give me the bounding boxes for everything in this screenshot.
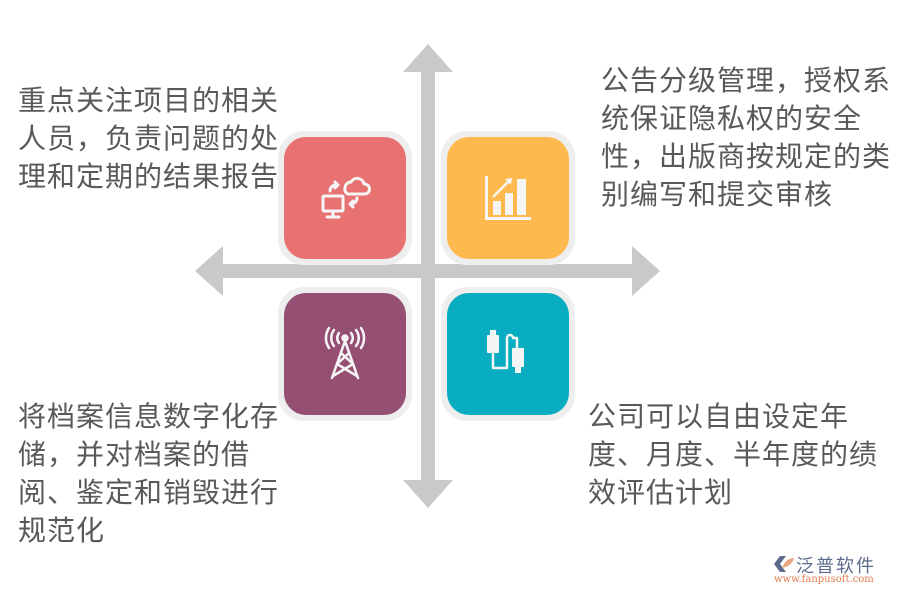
arrow-right-icon [632, 246, 660, 296]
signal-tower-icon [324, 326, 366, 380]
caption-top-left: 重点关注项目的相关人员，负责问题的处理和定期的结果报告 [18, 84, 280, 193]
tile-body [284, 137, 406, 259]
tile-body [447, 137, 569, 259]
arrow-left-icon [195, 246, 223, 296]
caption-top-right: 公告分级管理，授权系统保证隐私权的安全性，出版商按规定的类别编写和提交审核 [601, 64, 892, 211]
brand-url: www.fanpusoft.com [774, 574, 874, 585]
bar-chart-growth-icon [485, 176, 531, 220]
brand-name: 泛普软件 [796, 556, 876, 577]
arrow-down-icon [403, 480, 453, 508]
quadrant-tile-bottom-left [278, 287, 412, 421]
brand-logo: 泛普软件 www.fanpusoft.com [768, 552, 898, 592]
horizontal-axis [222, 264, 634, 278]
quadrant-tile-bottom-right [441, 287, 575, 421]
cloud-sync-monitor-icon [321, 176, 372, 219]
quadrant-tile-top-left [278, 131, 412, 265]
tile-body [284, 293, 406, 415]
fanpu-logo-icon [774, 556, 794, 572]
caption-bottom-right: 公司可以自由设定年度、月度、半年度的绩效评估计划 [588, 400, 879, 509]
quadrant-tile-top-right [441, 131, 575, 265]
usb-cable-icon [487, 330, 524, 373]
arrow-up-icon [403, 44, 453, 72]
caption-bottom-left: 将档案信息数字化存储，并对档案的借阅、鉴定和销毁进行规范化 [18, 400, 280, 547]
tile-body [447, 293, 569, 415]
